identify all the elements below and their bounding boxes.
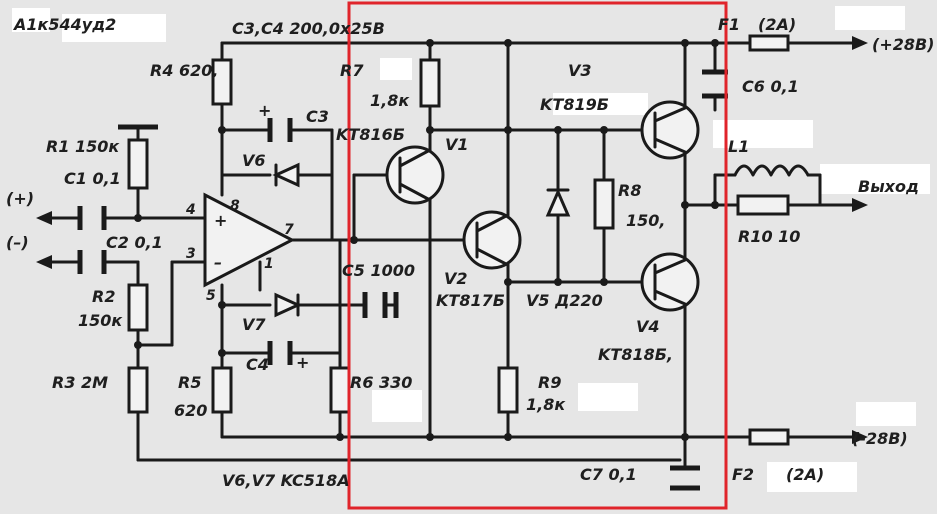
fuse-f1 — [748, 34, 790, 52]
label-r4: R4 620, — [150, 61, 219, 80]
mask-patch — [12, 8, 50, 32]
resistor-r4 — [211, 58, 233, 106]
label-r7-value: 1,8к — [370, 91, 410, 110]
resistor-r10 — [736, 194, 790, 216]
highlight-box — [347, 1, 728, 510]
mask-patch — [553, 93, 648, 115]
op-amp-plus-sign: – — [214, 253, 222, 272]
label-r9: R9 — [538, 373, 561, 392]
label-r2: R2 — [92, 287, 115, 306]
label-r8: R8 — [618, 181, 641, 200]
label-minus-supply: (-28B) — [852, 429, 908, 448]
mask-patch — [380, 58, 412, 80]
label-r8-value: 150, — [626, 211, 665, 230]
label-c7: C7 0,1 — [580, 465, 637, 484]
label-pin5: 5 — [206, 288, 216, 304]
fuse-f2 — [748, 428, 790, 446]
label-v2-type: KT817Б — [436, 291, 505, 310]
resistors — [127, 58, 790, 414]
label-c1: C1 0,1 — [64, 169, 121, 188]
op-amp-a1 — [203, 192, 296, 288]
terminal-arrows — [36, 36, 868, 444]
label-c5: C5 1000 — [342, 261, 415, 280]
resistor-r5 — [211, 366, 233, 414]
label-f2-rating: (2A) — [786, 465, 824, 484]
resistor-r6 — [329, 366, 351, 414]
label-c4-plus: + — [296, 353, 309, 372]
label-c4: C4 — [246, 355, 269, 374]
label-v3: V3 — [568, 61, 592, 80]
junction-dots — [134, 39, 719, 441]
zener-v6 — [272, 162, 300, 188]
label-input-minus: (–) — [6, 233, 29, 252]
label-v5: V5 Д220 — [526, 291, 603, 310]
label-v1: V1 — [445, 135, 469, 154]
label-r9-value: 1,8к — [526, 395, 566, 414]
transistor-v4 — [640, 252, 700, 312]
transistor-v2 — [462, 210, 522, 270]
inductor-l1 — [733, 164, 810, 177]
label-l1: L1 — [728, 137, 749, 156]
transistor-v3 — [640, 100, 700, 160]
mask-patch — [835, 6, 905, 30]
mask-patch — [713, 120, 813, 148]
label-plus-supply: (+28B) — [872, 35, 935, 54]
label-r2-value: 150к — [78, 311, 123, 330]
label-r3: R3 2M — [52, 373, 108, 392]
resistor-r2 — [127, 283, 149, 332]
mask-patch — [578, 383, 638, 411]
label-ic: A1к544уд2 — [12, 15, 116, 34]
label-output: Выход — [858, 177, 919, 196]
label-v7: V7 — [242, 315, 266, 334]
transistors — [385, 100, 700, 312]
wires — [50, 41, 854, 470]
mask-patch — [62, 14, 166, 42]
label-pin3: 3 — [186, 246, 196, 262]
label-r6: R6 330 — [350, 373, 412, 392]
label-v6: V6 — [242, 151, 266, 170]
label-c3-plus: + — [258, 101, 271, 120]
label-f1: F1 — [718, 15, 740, 34]
resistor-r7 — [419, 58, 441, 108]
labels: A1к544уд2 C3,C4 200,0x25B R4 620, R7 1,8… — [6, 15, 935, 490]
label-v4-type: KT818Б, — [598, 345, 673, 364]
label-input-plus: (+) — [6, 189, 34, 208]
label-r5: R5 — [178, 373, 201, 392]
resistor-r8 — [593, 178, 615, 230]
label-v2: V2 — [444, 269, 468, 288]
label-pin7: 7 — [284, 222, 294, 238]
label-c3: C3 — [306, 107, 329, 126]
diodes — [272, 162, 571, 318]
diode-v5 — [545, 188, 571, 217]
resistor-r1 — [127, 138, 149, 190]
label-zener-note: V6,V7 KC518A — [222, 471, 350, 490]
label-r7: R7 — [340, 61, 364, 80]
mask-patch — [372, 390, 422, 422]
label-v4: V4 — [636, 317, 660, 336]
label-f2: F2 — [732, 465, 754, 484]
zener-v7 — [274, 292, 302, 318]
mask-patch — [856, 402, 916, 426]
label-r5-value: 620 — [174, 401, 207, 420]
capacitors — [77, 69, 728, 491]
op-amp-minus-sign: + — [214, 211, 227, 230]
resistor-r9 — [497, 366, 519, 414]
label-c3c4: C3,C4 200,0x25B — [232, 19, 385, 38]
label-pin4: 4 — [185, 202, 196, 218]
mask-patch — [820, 164, 930, 194]
label-r1: R1 150к — [46, 137, 120, 156]
label-c6: C6 0,1 — [742, 77, 799, 96]
label-pin1: 1 — [264, 256, 274, 272]
label-v3-type: KT819Б — [540, 95, 609, 114]
label-c2: C2 0,1 — [106, 233, 163, 252]
label-pin8: 8 — [230, 198, 240, 214]
resistor-r3 — [127, 366, 149, 414]
label-f1-rating: (2A) — [758, 15, 796, 34]
transistor-v1 — [385, 145, 445, 205]
mask-patch — [767, 462, 857, 492]
label-v1-type: KT816Б — [336, 125, 405, 144]
label-r10: R10 10 — [738, 227, 800, 246]
